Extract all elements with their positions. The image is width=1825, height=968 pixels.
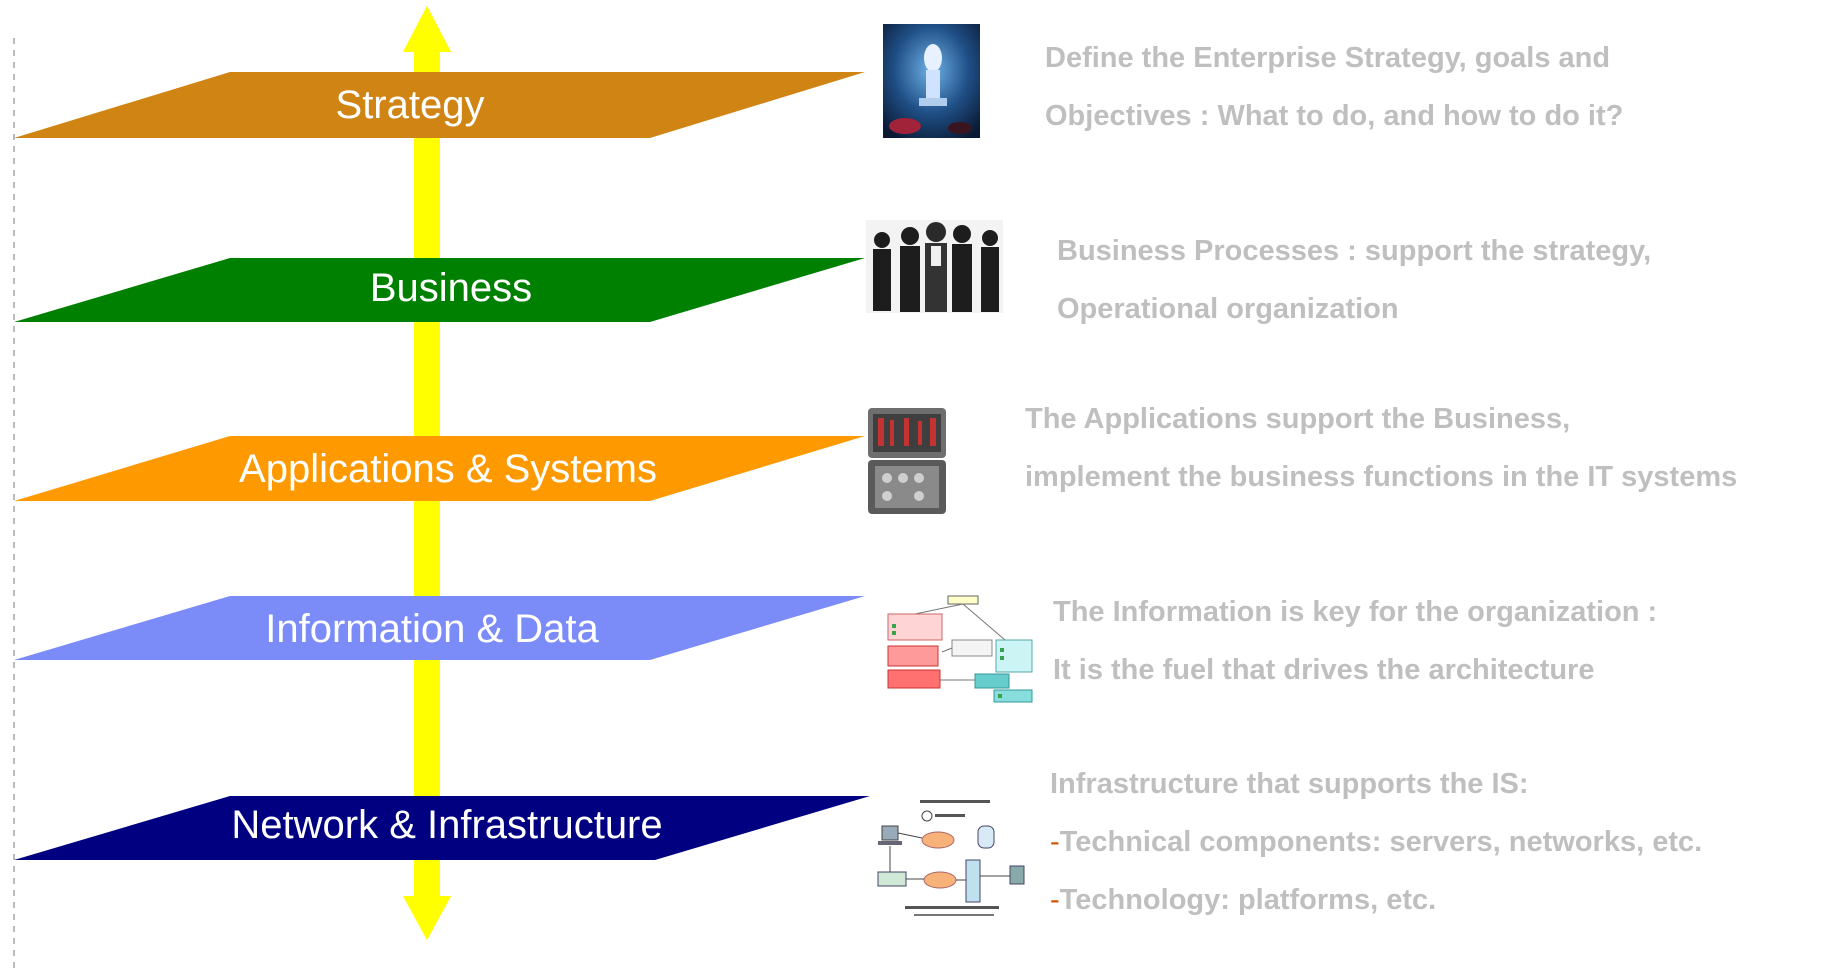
layer-business-plane	[14, 258, 865, 322]
network-bullet-1-text: Technical components: servers, networks,…	[1059, 826, 1703, 858]
applications-description-line-1: The Applications support the Business,	[1025, 403, 1571, 435]
network-bullet-2-text: Technology: platforms, etc.	[1059, 884, 1437, 916]
business-people-icon	[866, 220, 1003, 313]
layer-information-label: Information & Data	[265, 607, 599, 651]
network-description: Infrastructure that supports the IS: -Te…	[1050, 755, 1702, 929]
layer-network-plane	[14, 796, 870, 860]
arrow-head-down-front	[403, 896, 451, 940]
layer-network-label: Network & Infrastructure	[231, 803, 662, 847]
toolbox-icon	[866, 406, 948, 516]
layer-business-label: Business	[370, 266, 532, 310]
business-description-line-2: Operational organization	[1057, 293, 1399, 325]
layer-applications-plane	[14, 436, 865, 501]
applications-description: The Applications support the Business, i…	[1025, 390, 1737, 506]
network-description-line-1: Infrastructure that supports the IS:	[1050, 768, 1529, 800]
bullet-dash: -	[1050, 826, 1060, 858]
applications-description-line-2: implement the business functions in the …	[1025, 461, 1738, 493]
arrow-head-up-front	[403, 6, 451, 52]
business-description-line-1: Business Processes : support the strateg…	[1057, 235, 1652, 267]
information-description: The Information is key for the organizat…	[1053, 583, 1657, 699]
information-description-line-2: It is the fuel that drives the architect…	[1053, 654, 1595, 686]
information-description-line-1: The Information is key for the organizat…	[1053, 596, 1658, 628]
network-bullet-1: -Technical components: servers, networks…	[1050, 813, 1702, 871]
layer-strategy-plane	[14, 72, 865, 138]
data-model-diagram-icon	[885, 594, 1035, 706]
layer-information-plane	[14, 596, 865, 660]
strategy-description: Define the Enterprise Strategy, goals an…	[1045, 29, 1623, 145]
layer-applications-label: Applications & Systems	[239, 447, 657, 491]
business-description: Business Processes : support the strateg…	[1057, 222, 1651, 338]
bullet-dash: -	[1050, 884, 1060, 916]
strategy-description-line-2: Objectives : What to do, and how to do i…	[1045, 100, 1624, 132]
strategy-description-line-1: Define the Enterprise Strategy, goals an…	[1045, 42, 1611, 74]
network-bullet-2: -Technology: platforms, etc.	[1050, 871, 1702, 929]
layer-strategy-label: Strategy	[336, 83, 485, 127]
chess-king-icon	[883, 24, 980, 138]
web-service-diagram-icon	[876, 796, 1038, 924]
